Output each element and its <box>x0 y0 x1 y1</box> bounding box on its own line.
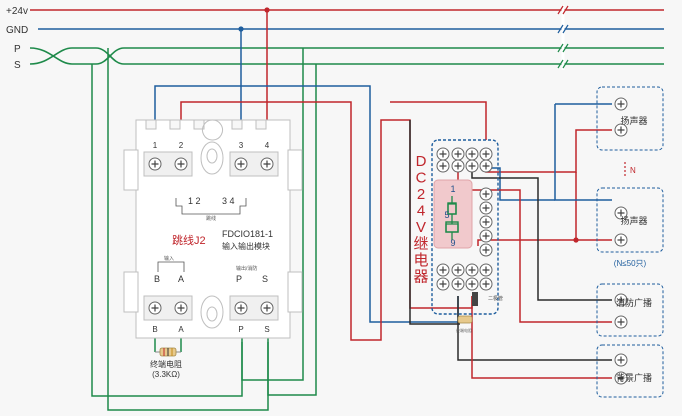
module-screw-icon-cross <box>177 304 185 312</box>
bus-p <box>29 47 664 65</box>
relay-title-char: 电 <box>413 252 428 269</box>
speaker-count-n: N <box>630 166 636 175</box>
module-a-label: A <box>178 274 184 284</box>
input-small-label: 输入 <box>164 255 174 262</box>
relay <box>431 139 499 324</box>
relay-screw-icon-cross <box>468 150 476 158</box>
output-small-label: 输出/消防 <box>236 265 257 272</box>
bus-lines <box>29 5 664 70</box>
relay-title-char: 继 <box>413 236 428 253</box>
relay-screw-icon-cross <box>482 232 490 240</box>
relay-screw-icon-cross <box>439 150 447 158</box>
relay-pin-1: 1 <box>450 184 455 194</box>
relay-screw-icon-cross <box>482 280 490 288</box>
speaker-1-label: 扬声器 <box>620 115 647 126</box>
relay-screw-icon-cross <box>439 162 447 170</box>
relay-screw-icon-cross <box>439 280 447 288</box>
module-screw-icon-cross <box>263 160 271 168</box>
device-screw-icon-cross <box>617 374 625 382</box>
module-s-label: S <box>262 274 268 284</box>
relay-screw-icon-cross <box>482 246 490 254</box>
terminal-label-4: 4 <box>265 141 270 150</box>
terminal-label-b: B <box>152 325 157 334</box>
termination-resistor <box>155 347 181 357</box>
jumper-j2-label: 跳线J2 <box>172 233 206 247</box>
relay-pin-9: 9 <box>450 238 455 248</box>
relay-screw-icon-cross <box>468 266 476 274</box>
terminal-label-a: A <box>178 325 184 334</box>
device-screw-icon-cross <box>617 318 625 326</box>
relay-title-char: 器 <box>413 269 428 286</box>
module-screw-icon-cross <box>177 160 185 168</box>
module-screw-icon-cross <box>237 160 245 168</box>
relay-screw-icon-cross <box>482 218 490 226</box>
device-boxes <box>596 86 664 398</box>
fire-broadcast-label: 消防广播 <box>616 297 652 308</box>
relay-title-char: 2 <box>417 186 425 203</box>
bus-s <box>29 47 664 65</box>
terminal-label-2: 2 <box>179 141 184 150</box>
module-b-label: B <box>154 274 160 284</box>
bus-label-p: P <box>14 44 21 55</box>
device-screw-icon-cross <box>617 209 625 217</box>
module-screw-icon-cross <box>151 160 159 168</box>
jumper-small-label: 跳线 <box>206 215 216 222</box>
speaker-2-label: 扬声器 <box>620 215 647 226</box>
relay-title-char: V <box>416 219 426 236</box>
device-screw-icon-cross <box>617 236 625 244</box>
device-screw-icon-cross <box>617 356 625 364</box>
terminal-label-1: 1 <box>153 141 158 150</box>
resistor-label: 终端电阻 <box>150 359 182 369</box>
relay-screw-icon-cross <box>454 266 462 274</box>
resistor-value: (3.3KΩ) <box>152 370 180 379</box>
module-p-label: P <box>236 274 242 284</box>
relay-screw-icon-cross <box>454 150 462 158</box>
jumper-pins-right: 3 4 <box>222 196 235 206</box>
relay-pin-5: 5 <box>444 210 449 220</box>
relay-title-char: C <box>416 170 427 187</box>
diode-label: 二极管 <box>488 295 503 302</box>
relay-title-char: 4 <box>417 203 425 220</box>
relay-screw-icon-cross <box>482 150 490 158</box>
module-screw-icon-cross <box>151 304 159 312</box>
module-description: 输入输出模块 <box>222 241 270 251</box>
terminal-screws <box>148 97 628 385</box>
device-screw-icon-cross <box>617 100 625 108</box>
background-broadcast-label: 背景广播 <box>616 372 652 383</box>
module-screw-icon-cross <box>263 304 271 312</box>
relay-screw-icon-cross <box>482 162 490 170</box>
bus-label-s: S <box>14 60 21 71</box>
device-screw-icon-cross <box>617 296 625 304</box>
relay-small-label: 终端电阻 <box>456 327 472 333</box>
speaker-limit-note: (N≤50只) <box>614 259 647 268</box>
relay-screw-icon-cross <box>468 162 476 170</box>
relay-screw-icon-cross <box>482 204 490 212</box>
module-screw-icon-cross <box>237 304 245 312</box>
relay-screw-icon-cross <box>439 266 447 274</box>
device-screw-icon-cross <box>617 126 625 134</box>
relay-screw-icon-cross <box>482 190 490 198</box>
relay-screw-icon-cross <box>454 162 462 170</box>
bus-label-gnd: GND <box>6 25 28 36</box>
terminal-label-s: S <box>264 325 269 334</box>
terminal-label-3: 3 <box>239 141 244 150</box>
jumper-pins-left: 1 2 <box>188 196 201 206</box>
relay-screw-icon-cross <box>468 280 476 288</box>
relay-screw-icon-cross <box>482 266 490 274</box>
relay-screw-icon-cross <box>454 280 462 288</box>
bus-label-24v: +24v <box>6 6 28 17</box>
wires <box>91 10 612 411</box>
module-model: FDCIO181-1 <box>222 229 273 239</box>
terminal-label-p: P <box>238 325 243 334</box>
relay-title-char: D <box>416 153 427 170</box>
